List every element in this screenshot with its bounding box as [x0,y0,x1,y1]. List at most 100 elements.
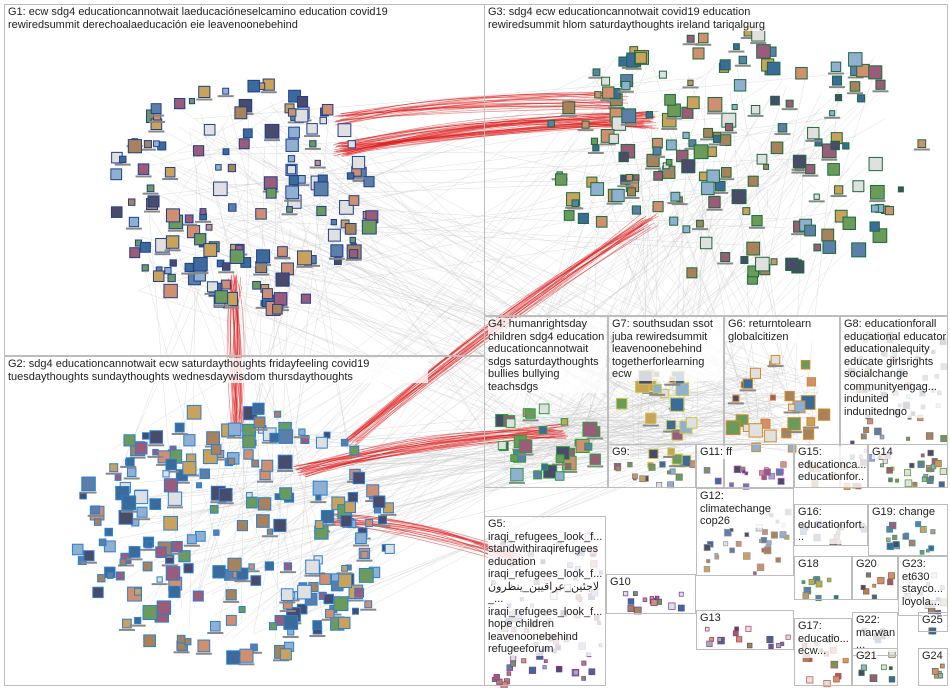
node-label-mark [666,117,683,120]
node-avatar [692,47,705,60]
node-label-mark [218,271,235,274]
node-avatar [863,588,870,595]
node-avatar [904,479,913,488]
node-avatar [333,596,349,612]
node-label-mark [606,202,623,205]
node-avatar [652,384,662,394]
edge [722,83,768,114]
inter-group-edge [300,425,570,472]
node-avatar [766,540,772,546]
node-avatar [919,525,927,533]
node-avatar [815,580,823,588]
node-avatar [729,528,734,532]
node-avatar [372,495,386,509]
node-label-mark [587,465,604,468]
node-label-mark [135,175,152,178]
edge [140,236,289,615]
node-label-mark [508,481,525,484]
group-label-g25: G25 [922,614,943,627]
node-avatar [666,419,677,431]
node-avatar [264,561,274,571]
node-label-mark [246,651,263,654]
node-avatar [621,80,631,91]
node-avatar [904,532,910,538]
node-avatar [174,422,185,433]
node-avatar [639,475,646,483]
node-label-mark [243,570,260,573]
node-avatar [648,463,656,471]
node-label-mark [161,564,178,567]
node-avatar [194,233,207,246]
node-avatar [152,270,165,282]
edge [311,386,674,562]
node-avatar [287,155,296,163]
node-avatar [908,539,916,547]
group-panel-g23: G23: et630 stayco... loyola... [898,556,948,616]
node-avatar [826,577,832,583]
node-avatar [655,595,660,601]
node-avatar [92,586,104,599]
node-label-mark [238,663,255,666]
node-avatar [162,470,170,478]
node-avatar [581,120,590,129]
node-avatar [830,140,840,151]
node-label-mark [847,76,864,79]
group-label-g10: G10 [610,576,631,589]
edge [309,168,348,450]
node-avatar [248,563,255,570]
node-avatar [581,676,586,681]
node-avatar [122,618,132,629]
node-avatar [888,572,895,580]
node-avatar [256,514,270,528]
inter-group-edge [233,274,237,428]
node-avatar [787,403,796,411]
group-panel-g8: G8: educationforall educational educator… [840,316,948,488]
edge [223,161,702,441]
node-label-mark [260,91,277,94]
edge [160,195,702,416]
node-label-mark [182,474,199,477]
node-avatar [186,534,197,545]
inter-group-edge [335,105,616,116]
node-avatar [909,462,915,469]
node-avatar [805,164,816,175]
node-label-mark [226,436,243,439]
node-avatar [842,142,850,150]
node-avatar [337,123,352,138]
inter-group-edge [306,436,567,465]
node-avatar [110,168,123,181]
node-label-mark [740,37,757,40]
node-label-mark [163,470,180,473]
node-avatar [184,214,194,224]
node-avatar [538,403,550,415]
node-label-mark [151,583,168,586]
node-avatar [242,435,256,449]
inter-group-edge [340,99,627,114]
node-label-mark [173,481,190,484]
edge [280,444,677,448]
node-avatar [785,257,799,271]
node-avatar [588,668,596,676]
node-avatar [562,101,576,115]
edge [636,437,671,445]
node-avatar [776,643,782,649]
node-label-mark [774,133,791,136]
node-label-mark [781,108,798,111]
node-avatar [340,438,349,447]
node-avatar [582,421,598,437]
node-avatar [242,128,253,139]
node-avatar [252,402,265,415]
node-label-mark [261,441,278,444]
node-avatar [803,428,815,440]
node-avatar [699,236,713,250]
node-label-mark [348,177,365,180]
node-avatar [665,139,677,151]
node-label-mark [663,455,680,458]
inter-group-edge [298,428,556,473]
node-label-mark [682,86,699,89]
node-label-mark [169,552,186,555]
node-avatar [746,241,761,256]
node-avatar [732,394,740,402]
node-avatar [703,467,711,474]
node-avatar [667,447,676,456]
